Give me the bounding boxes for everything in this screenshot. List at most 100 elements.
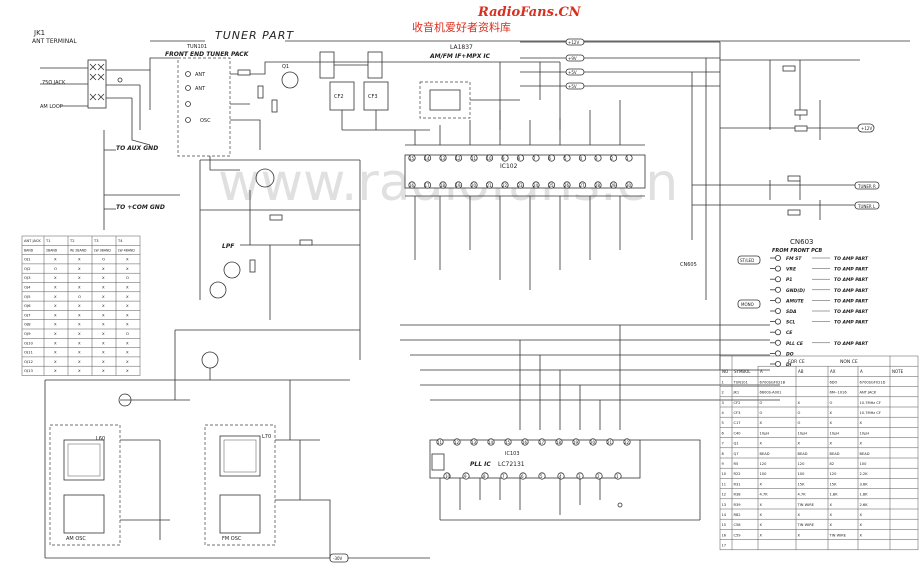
- parts-table-cell: R22: [734, 472, 741, 476]
- parts-table-cell: 120: [760, 462, 768, 466]
- ant-table-header: ANT JACK: [24, 239, 41, 243]
- ic102-pin: [609, 181, 618, 189]
- r-mid-3: [249, 259, 256, 273]
- ant-table-subheader: W/ 2BAND: [70, 248, 87, 252]
- am-fm-if-label: AM/FM IF+MPX IC: [429, 53, 491, 60]
- parts-table-cell: 13: [722, 503, 727, 507]
- ant-table-header: T1: [45, 239, 50, 243]
- cn603-pin: [775, 276, 782, 283]
- pin-ant1: [185, 71, 191, 77]
- parts-table-cell: 2.2K: [860, 472, 869, 476]
- pll-ic-label: PLL IC: [470, 461, 491, 468]
- ant-table-cell: O: [54, 266, 57, 271]
- cf2-filter: [319, 51, 335, 79]
- ant-table-cell: OJ7: [24, 312, 31, 317]
- ic102-pin-number: 1: [626, 156, 629, 161]
- parts-table-header: NOTE: [892, 369, 904, 374]
- if-wiring: [420, 61, 561, 130]
- parts-table-cell: 10μH: [760, 431, 770, 435]
- tuner-r-tag: [854, 181, 880, 190]
- osc-label: OSC: [200, 118, 211, 124]
- ic102-pin-number: 11: [471, 156, 477, 161]
- parts-table-cell: X: [860, 533, 863, 537]
- ic102-pin-number: 12: [456, 156, 462, 161]
- parts-table-cell: BEAD: [760, 452, 770, 456]
- parts-table-cell: 3: [722, 401, 724, 405]
- to-aux-gnd-label: TO AUX GND: [116, 145, 158, 152]
- r-supply-2: [794, 109, 808, 116]
- rail-tag-3: [565, 68, 585, 76]
- parts-table-cell: 9: [722, 462, 725, 466]
- ant-table-cell: X: [54, 331, 57, 336]
- ic103-pin: [555, 438, 563, 446]
- ic102-pin-number: 8: [518, 156, 521, 161]
- cn605-label: CN605: [680, 262, 697, 268]
- cn603-pin-destination: TO AMP PART: [834, 267, 869, 273]
- la1837-label: LA1837: [450, 44, 473, 51]
- cn603-pin-destination: TO AMP PART: [834, 320, 869, 326]
- parts-table-cell: R39: [734, 503, 742, 507]
- parts-table-cell: 2.6K: [860, 503, 869, 507]
- ant-table-cell: X: [126, 368, 129, 373]
- tuner-part-title: TUNER PART: [215, 29, 294, 42]
- cn603-pin-signal: VRE: [786, 267, 797, 273]
- ant-table-cell: X: [126, 257, 129, 262]
- fm-osc-wiring: [275, 380, 331, 558]
- ic103-pin: [504, 438, 512, 446]
- ic102-label: IC102: [500, 163, 518, 170]
- ant-table-cell: X: [102, 331, 105, 336]
- ic103-pin: [481, 472, 489, 480]
- parts-table-cell: 7: [722, 442, 724, 446]
- cn603-pin-signal: FM ST: [786, 256, 802, 262]
- parts-table-cell: JK1: [733, 391, 740, 395]
- l60-coil: [63, 439, 105, 481]
- ic103-pin: [595, 472, 603, 480]
- ic102-pin-number: 15: [409, 156, 415, 161]
- parts-table-cell: 82: [830, 462, 835, 466]
- parts-table-cell: X: [760, 503, 763, 507]
- ic102-pin: [470, 154, 478, 162]
- parts-table-cell: X: [798, 442, 801, 446]
- ant-table-cell: X: [54, 368, 57, 373]
- parts-table-cell: 14: [722, 513, 727, 517]
- l70-coil-inner: [223, 439, 257, 473]
- to-com-gnd-label: TO +COM GND: [116, 204, 165, 211]
- r-supply-3: [794, 125, 808, 132]
- cn603-pin-signal: GND(D): [786, 288, 805, 294]
- parts-table-cell: X: [830, 503, 833, 507]
- pin-vt: [185, 101, 191, 107]
- ant-table-cell: X: [78, 331, 81, 336]
- ic102-pin: [578, 181, 587, 189]
- ic102-pin: [516, 154, 525, 162]
- fm-osc-label: FM OSC: [222, 536, 242, 542]
- antenna-node: [117, 77, 123, 83]
- r2-resistor: [257, 85, 264, 99]
- ant-table-header: T2: [69, 239, 74, 243]
- cn603-pin-signal: P1: [786, 277, 792, 283]
- ic102-pin: [470, 181, 478, 189]
- parts-table-cell: CF2: [734, 401, 741, 405]
- ic102-pin-number: 20: [471, 183, 477, 188]
- ic102-pin: [408, 181, 416, 189]
- parts-table-cell: X: [760, 513, 763, 517]
- parts-table-cell: BEAD: [798, 452, 808, 456]
- ant-table-cell: X: [102, 350, 105, 355]
- rail-minus30v: -30V: [333, 556, 343, 561]
- ic102-pin-number: 10: [487, 156, 493, 161]
- ant-table-cell: X: [54, 350, 57, 355]
- q3-transistor: [223, 261, 241, 279]
- ant-table-cell: OJ3: [24, 275, 31, 280]
- rail-2: +9V: [568, 56, 577, 61]
- ant-table-cell: OJ6: [24, 303, 31, 308]
- ant-table-cell: X: [54, 257, 57, 262]
- ant-table-cell: O: [102, 257, 105, 262]
- ant-table-header: T3: [93, 239, 98, 243]
- cf3-label: CF3: [368, 94, 378, 100]
- ic102-pin-number: 2: [611, 156, 614, 161]
- ant-table-cell: OJ9: [24, 331, 31, 336]
- ant-table-cell: X: [54, 359, 57, 364]
- ant-table-cell: OJ11: [24, 350, 34, 355]
- ic102-pin: [501, 181, 509, 189]
